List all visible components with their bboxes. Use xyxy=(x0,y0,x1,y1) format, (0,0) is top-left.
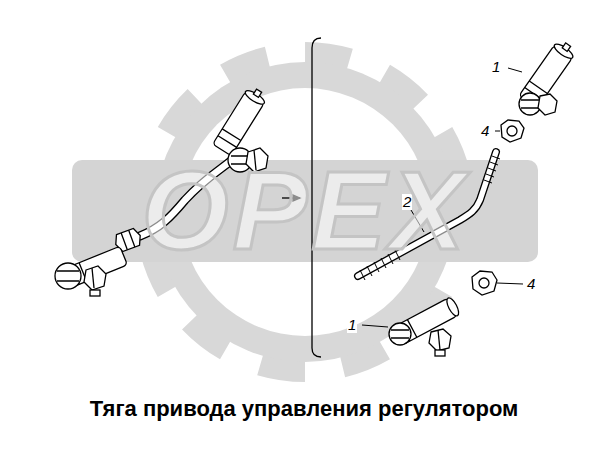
callout-number: 1 xyxy=(347,317,357,333)
caption: Тяга привода управления регулятором xyxy=(90,396,519,422)
watermark: OPEX xyxy=(141,155,468,267)
callout-number: 4 xyxy=(526,276,536,292)
watermark-gear xyxy=(72,54,538,370)
callout-number: 1 xyxy=(491,59,501,75)
callout-number: 4 xyxy=(480,123,490,139)
